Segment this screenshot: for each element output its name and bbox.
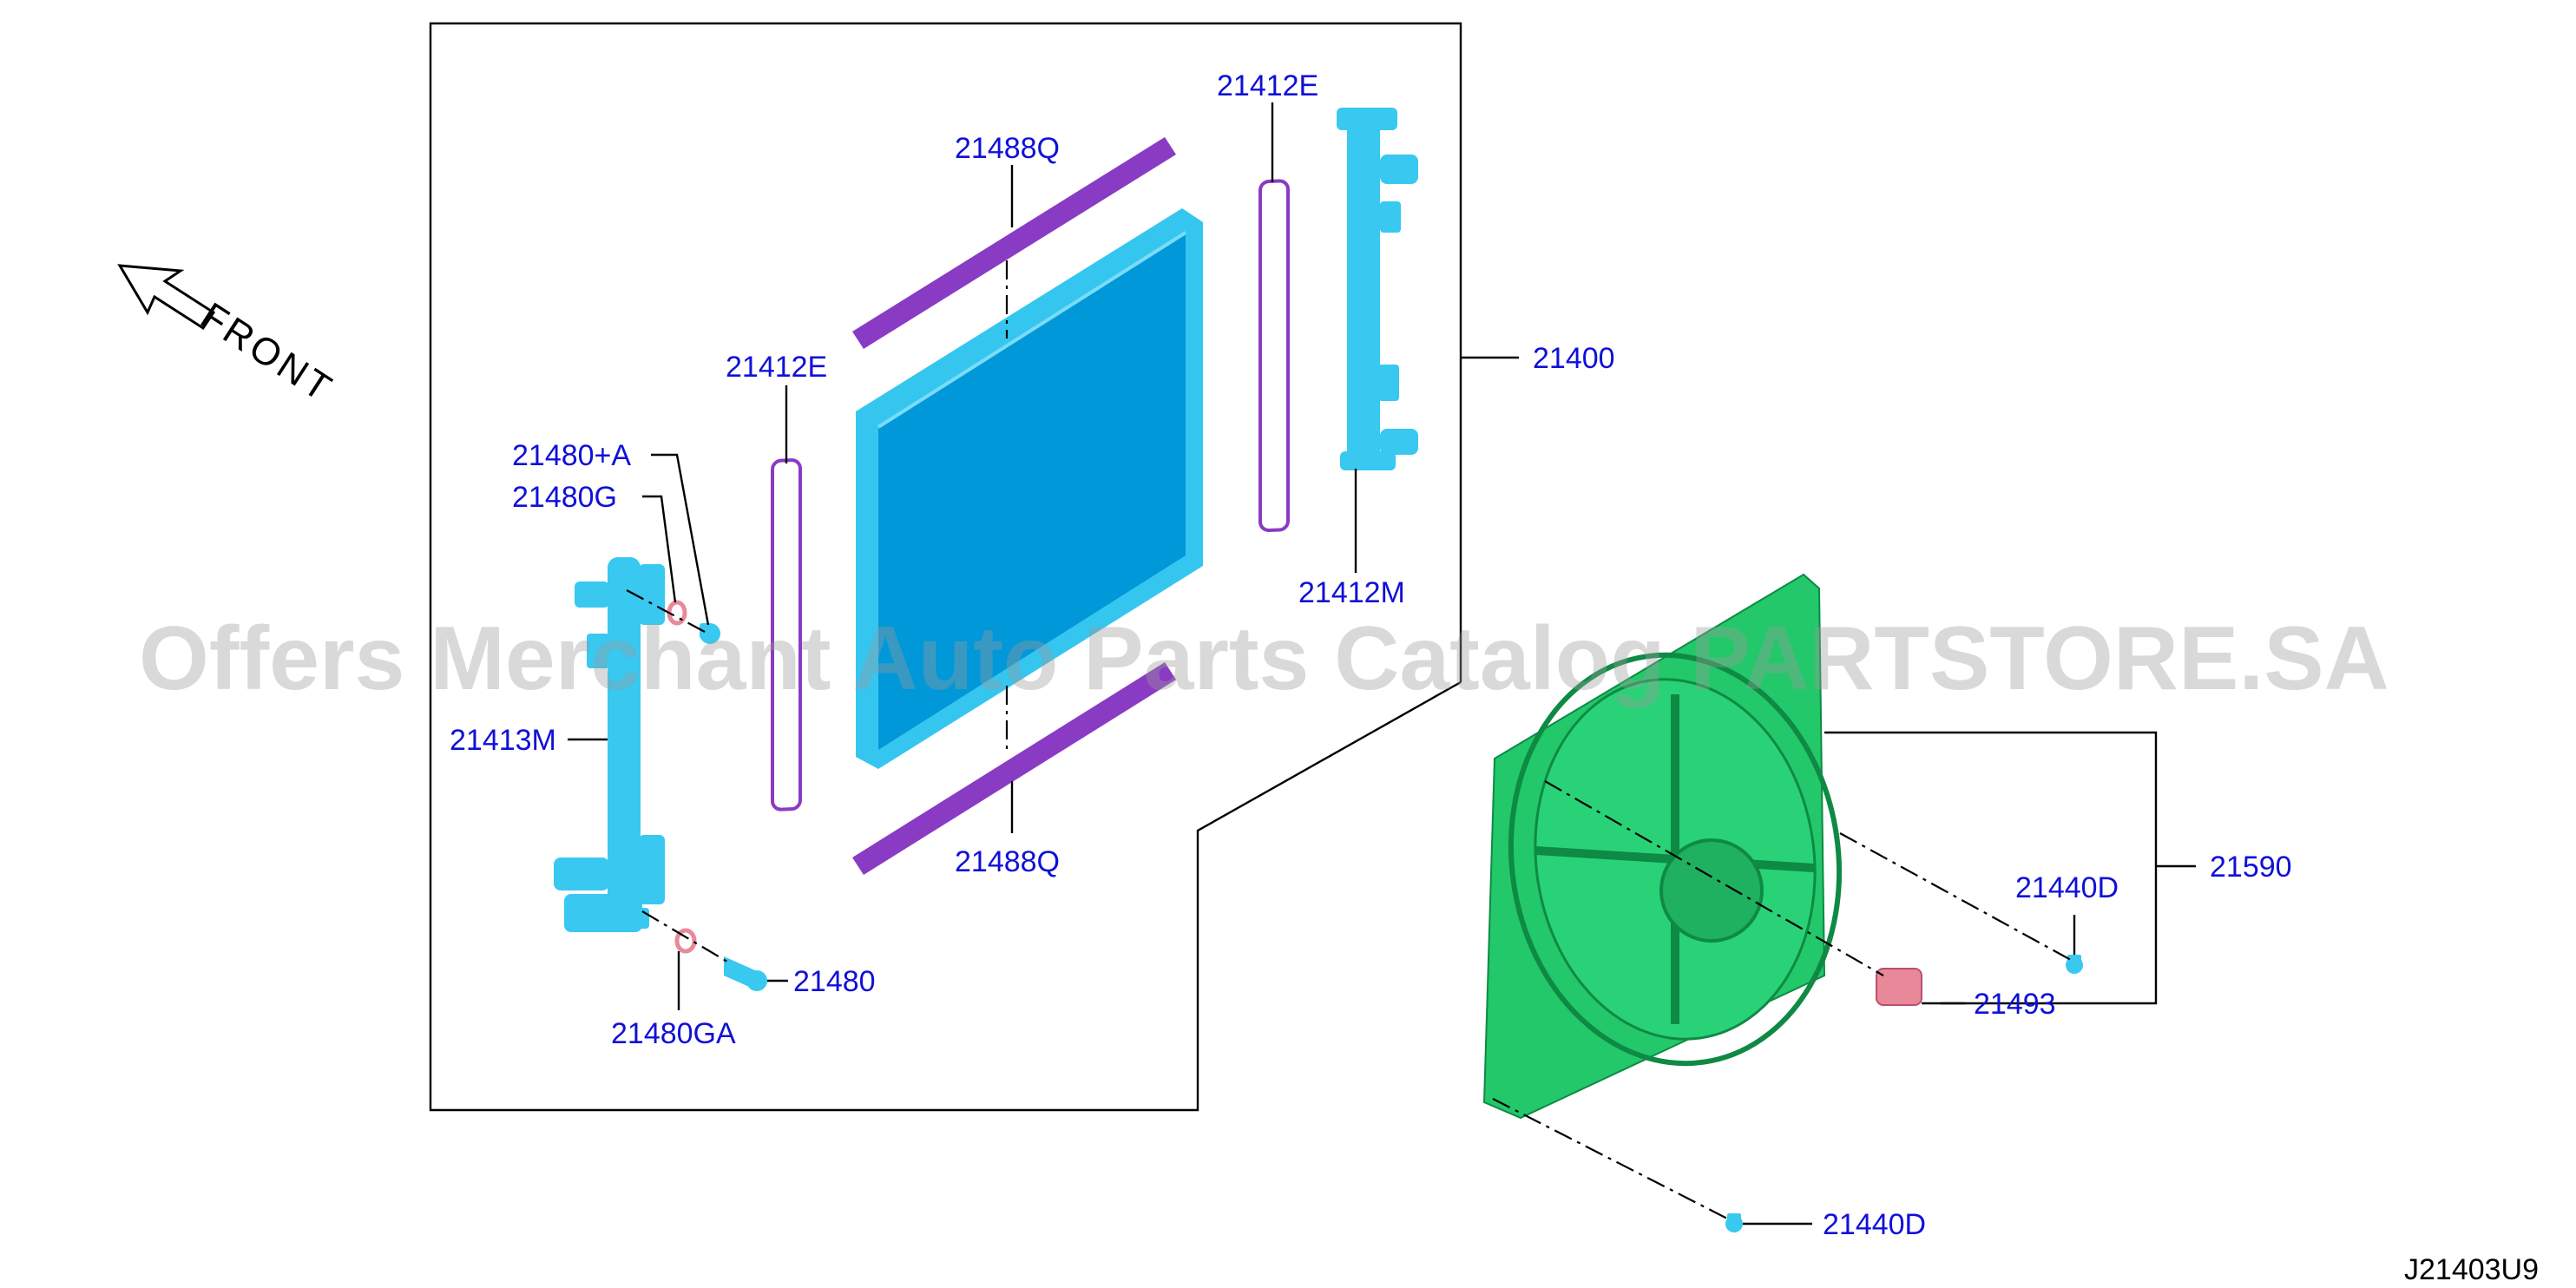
leader-21590 (1824, 731, 2158, 1005)
leader-21480a (651, 453, 710, 626)
part-label-21400: 21400 (1533, 342, 1615, 375)
centerline-21480a (626, 589, 706, 633)
bolt-upper-21440d (2066, 955, 2083, 974)
leader-21480g (642, 495, 677, 603)
part-label-21440d-upper: 21440D (2015, 871, 2119, 904)
seal-strip-top (852, 137, 1176, 349)
bolt-lower-21440d (1725, 1213, 1743, 1232)
centerline-lower-bolt (1492, 1098, 1732, 1221)
part-label-21440d-lower: 21440D (1823, 1208, 1926, 1241)
left-tank (554, 557, 665, 932)
part-label-21412e-right: 21412E (1217, 69, 1318, 102)
part-label-21413m: 21413M (450, 724, 556, 757)
front-direction-arrow: FRONT (117, 264, 342, 411)
part-label-21412m: 21412M (1298, 576, 1405, 609)
fan-shroud (1482, 573, 1843, 1120)
part-label-21480: 21480 (793, 965, 876, 998)
reference-code: J21403U9 (2404, 1253, 2539, 1286)
part-labels: 21488Q 21412E 21400 21412E 21480+A 21480G 2141… (450, 69, 2292, 1241)
radiator-core (856, 208, 1203, 769)
centerline-connector (1544, 780, 1884, 976)
gasket-right (1258, 179, 1290, 532)
part-label-21488q-top: 21488Q (955, 132, 1060, 165)
part-label-21590: 21590 (2210, 851, 2292, 884)
part-label-21493: 21493 (1974, 988, 2056, 1021)
front-label: FRONT (194, 294, 342, 411)
part-label-21480ga: 21480GA (611, 1017, 736, 1050)
assembly-frame (429, 22, 1462, 1112)
drain-plug-21480a (700, 623, 720, 644)
seal-strip-bottom (852, 662, 1176, 875)
part-label-21480a: 21480+A (512, 439, 631, 472)
drain-cock-21480 (724, 956, 767, 991)
right-tank (1337, 108, 1418, 470)
centerline-21480ga (641, 910, 728, 963)
part-label-21412e-left: 21412E (726, 351, 827, 384)
motor-connector-21493 (1876, 968, 1922, 1006)
centerline-upper-bolt (1839, 832, 2072, 961)
o-ring-21480ga (674, 928, 697, 954)
watermark: Offers Merchant Auto Parts Catalog PARTS… (139, 608, 2389, 709)
part-label-21480g: 21480G (512, 481, 617, 514)
part-label-21488q-bottom: 21488Q (955, 845, 1060, 878)
front-arrow-icon (117, 264, 216, 331)
